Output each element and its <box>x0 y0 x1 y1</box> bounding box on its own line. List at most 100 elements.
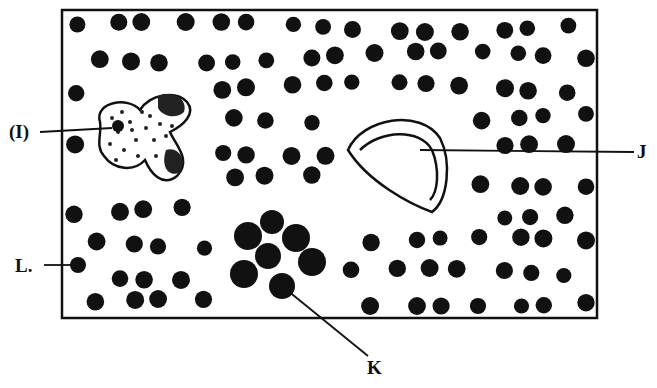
red-blood-cell <box>304 115 319 130</box>
red-blood-cell <box>315 19 331 35</box>
red-blood-cell <box>195 291 212 308</box>
red-blood-cell <box>577 231 595 249</box>
red-blood-cell <box>149 290 167 308</box>
red-blood-cell <box>514 298 529 313</box>
red-blood-cell <box>126 291 144 309</box>
red-blood-cell <box>496 262 513 279</box>
red-blood-cell <box>303 166 320 183</box>
red-blood-cell <box>430 43 447 60</box>
red-blood-cell <box>225 109 243 127</box>
red-blood-cell <box>417 75 434 92</box>
red-blood-cell <box>536 297 552 313</box>
red-blood-cell <box>174 199 191 216</box>
red-blood-cell <box>556 207 573 224</box>
red-blood-cell <box>344 21 361 38</box>
red-blood-cell <box>88 233 106 251</box>
red-blood-cell <box>577 49 595 67</box>
slide-frame <box>62 10 597 318</box>
platelet-cluster <box>230 210 326 299</box>
red-blood-cell <box>226 169 244 187</box>
red-blood-cell <box>407 43 425 61</box>
red-blood-cell <box>126 235 143 252</box>
red-blood-cell <box>559 84 576 101</box>
callout-label: L. <box>14 256 33 275</box>
leader-lines <box>40 128 634 356</box>
red-blood-cell <box>69 17 85 33</box>
red-blood-cell <box>416 23 434 41</box>
red-blood-cell <box>213 81 231 99</box>
red-blood-cell <box>366 44 384 62</box>
red-blood-cell <box>433 297 450 314</box>
red-blood-cell <box>497 211 512 226</box>
red-blood-cell <box>534 229 552 247</box>
red-blood-cell <box>496 79 514 97</box>
red-blood-cell <box>111 203 129 221</box>
red-blood-cell <box>561 18 577 34</box>
red-blood-cell <box>150 54 168 72</box>
red-blood-cell <box>343 262 360 279</box>
red-blood-cell <box>392 74 408 90</box>
red-blood-cell <box>258 52 274 68</box>
red-blood-cell <box>110 14 127 31</box>
red-blood-cell <box>409 232 425 248</box>
callout-label: J <box>636 142 648 161</box>
red-blood-cell <box>237 146 254 163</box>
red-blood-cell <box>535 47 552 64</box>
red-blood-cell <box>470 298 486 314</box>
red-blood-cells <box>65 13 595 315</box>
red-blood-cell <box>421 259 439 277</box>
red-blood-cell <box>256 167 274 185</box>
red-blood-cell <box>578 106 594 122</box>
callout-label: (I) <box>8 122 30 141</box>
red-blood-cell <box>519 82 537 100</box>
red-blood-cell <box>132 13 150 31</box>
red-blood-cell <box>284 76 302 94</box>
red-blood-cell <box>215 145 231 161</box>
red-blood-cell <box>91 50 109 68</box>
red-blood-cell <box>177 13 195 31</box>
red-blood-cell <box>225 54 241 70</box>
red-blood-cell <box>577 294 594 311</box>
red-blood-cell <box>326 46 344 64</box>
red-blood-cell <box>511 110 528 127</box>
red-blood-cell <box>135 271 153 289</box>
red-blood-cell <box>112 270 129 287</box>
callout-label: K <box>366 358 383 377</box>
red-blood-cell <box>361 297 379 315</box>
red-blood-cell <box>522 209 538 225</box>
red-blood-cell <box>344 74 359 89</box>
red-blood-cell <box>471 229 487 245</box>
red-blood-cell <box>556 268 571 283</box>
red-blood-cell <box>68 85 84 101</box>
red-blood-cell <box>473 112 491 130</box>
red-blood-cell <box>286 17 301 32</box>
red-blood-cell <box>578 178 595 195</box>
red-blood-cell <box>237 78 255 96</box>
red-blood-cell <box>535 108 550 123</box>
red-blood-cell <box>472 175 490 193</box>
red-blood-cell <box>433 231 448 246</box>
red-blood-cell <box>87 293 105 311</box>
red-blood-cell <box>134 200 152 218</box>
red-blood-cell <box>257 112 274 129</box>
red-blood-cell <box>520 20 536 36</box>
red-blood-cell <box>317 147 335 165</box>
red-blood-cell <box>496 22 513 39</box>
red-blood-cell <box>197 241 212 256</box>
red-blood-cell <box>475 44 491 60</box>
red-blood-cell <box>172 271 190 289</box>
white-blood-cell <box>99 94 190 180</box>
sickle-cell <box>348 120 447 212</box>
red-blood-cell <box>391 22 409 40</box>
red-blood-cell <box>283 147 301 165</box>
red-blood-cell <box>316 75 333 92</box>
red-blood-cell <box>66 135 84 153</box>
red-blood-cell <box>511 177 529 195</box>
red-blood-cell <box>213 13 231 31</box>
red-blood-cell <box>511 46 527 62</box>
red-blood-cell <box>362 234 379 251</box>
red-blood-cell <box>534 178 552 196</box>
red-blood-cell <box>238 14 255 31</box>
red-blood-cell <box>122 52 140 70</box>
red-blood-cell <box>450 77 468 95</box>
